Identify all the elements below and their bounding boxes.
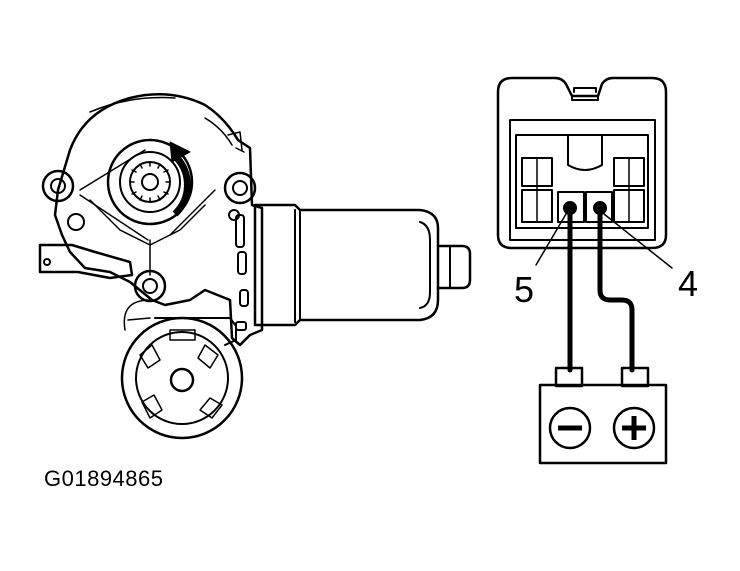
battery-negative-icon xyxy=(548,406,592,450)
terminal-4-leader xyxy=(603,213,673,269)
terminal-5-leader xyxy=(535,213,567,266)
mounting-boss-left xyxy=(41,169,75,203)
battery xyxy=(538,366,668,465)
mounting-boss-small xyxy=(67,209,240,231)
terminal-4-label: 4 xyxy=(678,263,698,304)
figure-code: G01894865 xyxy=(44,466,164,491)
worm-gear-drum xyxy=(120,299,244,440)
terminal-5-label: 5 xyxy=(514,269,534,310)
gear-housing xyxy=(38,93,264,347)
mounting-boss-right xyxy=(223,171,257,205)
rotation-arrow-icon xyxy=(169,141,191,217)
battery-positive-icon xyxy=(612,406,656,450)
motor-cylinder xyxy=(253,203,472,327)
output-gear xyxy=(106,138,194,226)
connector xyxy=(496,76,668,250)
window-regulator-motor xyxy=(38,93,472,440)
test-lead-positive xyxy=(597,205,635,373)
mounting-boss-bottom xyxy=(133,269,167,303)
